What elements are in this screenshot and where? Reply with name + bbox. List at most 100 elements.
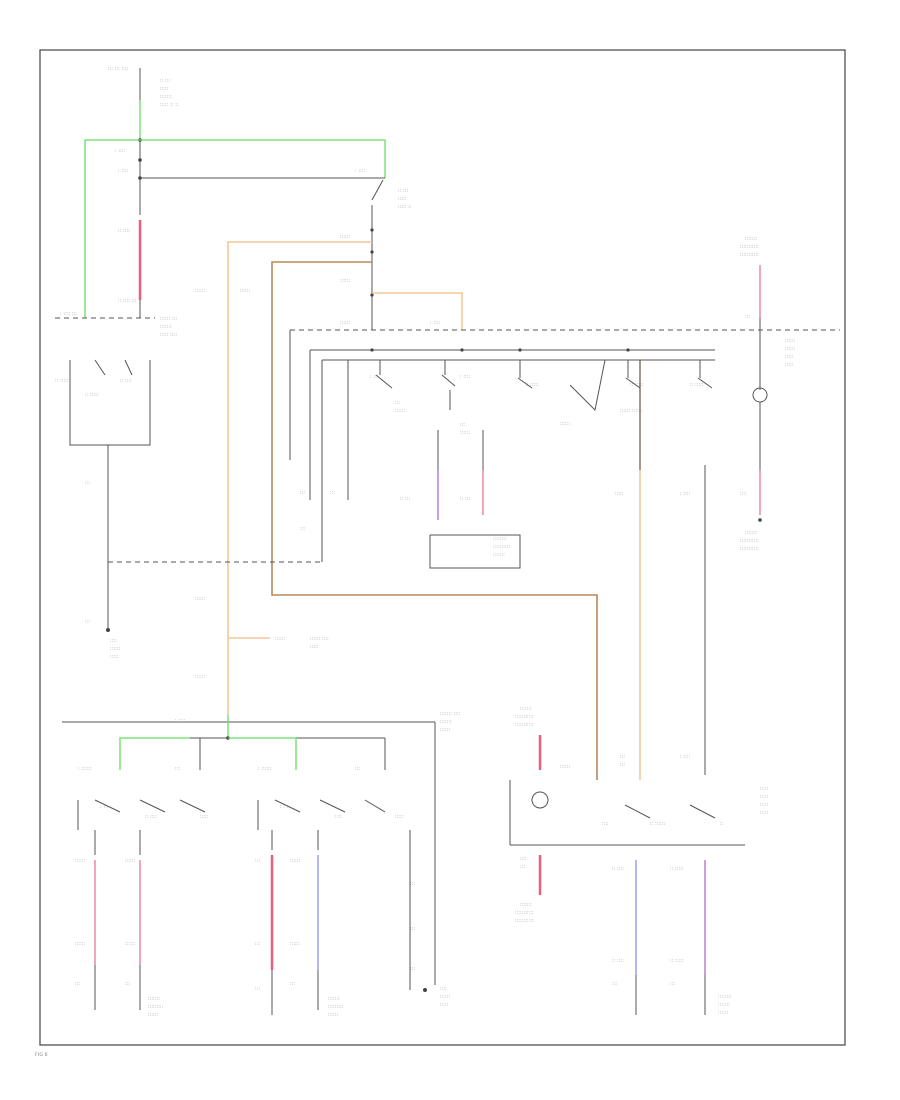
svg-text:::::::: :::::: [340, 279, 350, 284]
svg-text::::: ::: [300, 527, 305, 532]
svg-text::::::: ::::: [398, 197, 407, 202]
svg-text:::::::: :::::: [460, 431, 470, 436]
svg-text::: :::::: :: ::::: [630, 383, 644, 388]
svg-text:::::::: :::::: [275, 637, 285, 642]
svg-text::::::: ::::: [760, 811, 769, 816]
diagram-labels: ::: ::: :::: :: ::: ::::: ::::::: ::::: … [35, 67, 795, 1058]
svg-text::: ::::: :: :::: [612, 867, 624, 872]
diagram-frame [39, 49, 846, 1046]
svg-text:::::: :::: [602, 822, 609, 827]
svg-text:::::::: :::::: [195, 675, 205, 680]
svg-text::::::::: ::::::: [520, 707, 532, 712]
left-switch-module [55, 317, 155, 632]
svg-text:::::::: :::::: [75, 942, 85, 947]
power-feed-top [138, 68, 142, 318]
svg-text::::: ::: [670, 982, 675, 987]
svg-text::::::::::: ::::::::: [148, 1005, 163, 1010]
svg-text::: :::::: :: ::::: [690, 383, 704, 388]
svg-text::::::::: ::::::: [440, 720, 452, 725]
svg-text::: :::::: :: ::::: [55, 379, 69, 384]
svg-text:::::::: :::::: [560, 422, 570, 427]
svg-text:: ::::::: : :::::: [78, 767, 92, 772]
svg-text::::::::::: ::::::::: [328, 1005, 343, 1010]
svg-text::::::: ::::: [760, 795, 769, 800]
svg-text::::::::::::: ::::::::::: [515, 911, 534, 916]
svg-text:::: ::: ::::: ::: ::: :::: [108, 67, 128, 72]
svg-text::::::::: ::::::: [520, 903, 532, 908]
svg-text:::::: :::: [335, 815, 342, 820]
corner-label: FIG 0 [35, 1052, 48, 1058]
svg-text:::::::::: :::::::: [493, 537, 507, 542]
svg-text::::: ::: [290, 982, 295, 987]
svg-text::::: ::: [255, 859, 260, 864]
orange-brown-wires [227, 241, 641, 780]
top-relay-path [140, 177, 385, 330]
svg-text::::::::::::: ::::::::::: [515, 715, 534, 720]
svg-text:: ::::::: : :::::: [258, 767, 272, 772]
svg-text:::::::: :::::: [75, 859, 85, 864]
svg-text::::: ::: [255, 942, 260, 947]
svg-text::: ::::: :: :::: [145, 815, 157, 820]
svg-text::: :::::: :: ::::: [525, 383, 539, 388]
svg-text:: :::: : ::: [370, 375, 379, 380]
svg-text::: :::: :: ::: [460, 497, 470, 502]
svg-text::::: ::: [255, 987, 260, 992]
svg-text:: ::::: : :::: [460, 375, 470, 380]
svg-text::: ::::: :: :::: [612, 959, 624, 964]
svg-text:: ::::: : :::: [175, 719, 185, 724]
svg-text:: ::::: : :::: [680, 492, 690, 497]
svg-text::: ::::::: :: :::::: [650, 822, 665, 827]
svg-text:::::: ::: ::::: :: [398, 205, 412, 210]
middle-bus [289, 329, 840, 500]
svg-text::::::::: ::::::: [160, 95, 172, 100]
svg-text:::::::: :::::: [328, 1013, 338, 1018]
svg-text:::: :: [720, 822, 723, 827]
svg-text:::::: ::::: ::::: :::: [160, 333, 177, 338]
svg-text::::::: ::::: [310, 645, 319, 650]
svg-text::::: ::: [355, 767, 360, 772]
svg-text::::::: ::::: [785, 355, 794, 360]
svg-text::::::::: ::::::: [328, 997, 340, 1002]
svg-text:::::::: :::::: [125, 942, 135, 947]
svg-text::::::: ::::: [110, 655, 119, 660]
svg-text::::: ::: [395, 401, 400, 406]
svg-text:::::::: :::::: [560, 765, 570, 770]
svg-text:::::::: :::::: [440, 728, 450, 733]
svg-text:::::::: :::::: [340, 235, 350, 240]
svg-text::::: ::: [745, 315, 750, 320]
svg-text::::::::: ::::::: [148, 997, 160, 1002]
svg-text:::::::: ::::: ::::::: :::: [440, 712, 461, 717]
svg-text::: ::::: :: :::: [120, 379, 132, 384]
svg-text:::::::: :::::: [340, 321, 350, 326]
svg-text::::::: :::: :::::: ::: [160, 317, 177, 322]
svg-text:::::: :: ::: ::::: :: :: [160, 103, 179, 108]
svg-text::: :::: :: ::: [400, 497, 410, 502]
svg-text:::::::: :::::: [148, 1013, 158, 1018]
svg-text:::::::::: :::::::: [718, 995, 732, 1000]
svg-text:: ::::: : :::: [115, 149, 125, 154]
svg-text::::::::: ::::::: [160, 325, 172, 330]
svg-text:::::: :::: [440, 987, 447, 992]
svg-text:::::: :::: [740, 492, 747, 497]
svg-text::::: ::: [125, 982, 130, 987]
svg-text:::::::: :::::: [785, 347, 795, 352]
svg-text:::::::::::: :::::::::: [493, 545, 510, 550]
svg-text::::::::: ::::::: [493, 553, 505, 558]
svg-text:::::::: :::::: [440, 995, 450, 1000]
svg-text::::::: ::::: [440, 1003, 449, 1008]
svg-text:::::: :::: [520, 857, 527, 862]
svg-text::::::::: ::::::: [745, 531, 757, 536]
svg-text::::::::: ::::::: [745, 237, 757, 242]
svg-text::::::: ::::: [760, 787, 769, 792]
svg-text::::: ::: [330, 491, 335, 496]
svg-text::::::::::::: ::::::::::: [740, 253, 759, 258]
svg-text::::::::::::: ::::::::::: [740, 245, 759, 250]
svg-text::::::::::::: ::::::::::: [740, 547, 759, 552]
svg-text:::::::: :::::: [195, 597, 205, 602]
svg-text:: ::::: : :::: [430, 321, 440, 326]
right-lamp-circuit [639, 265, 768, 775]
svg-text::::::::::::: ::::::::::: [740, 539, 759, 544]
svg-text::::: ::: [410, 927, 415, 932]
center-module [429, 430, 521, 569]
